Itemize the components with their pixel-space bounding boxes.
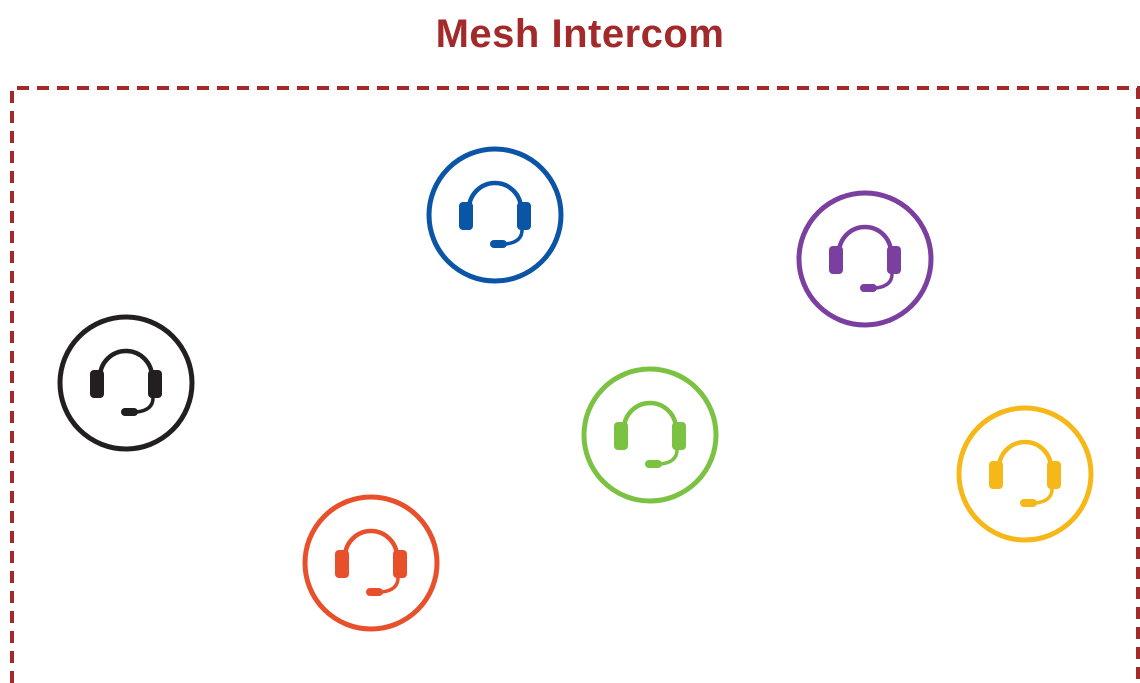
headset-green-icon xyxy=(581,366,719,504)
headset-purple-icon xyxy=(796,190,934,328)
diagram-title: Mesh Intercom xyxy=(435,12,725,56)
headset-orange-icon xyxy=(302,494,440,632)
headset-yellow-icon xyxy=(956,405,1094,543)
headset-black-icon xyxy=(57,314,195,452)
headset-blue-icon xyxy=(426,146,564,284)
